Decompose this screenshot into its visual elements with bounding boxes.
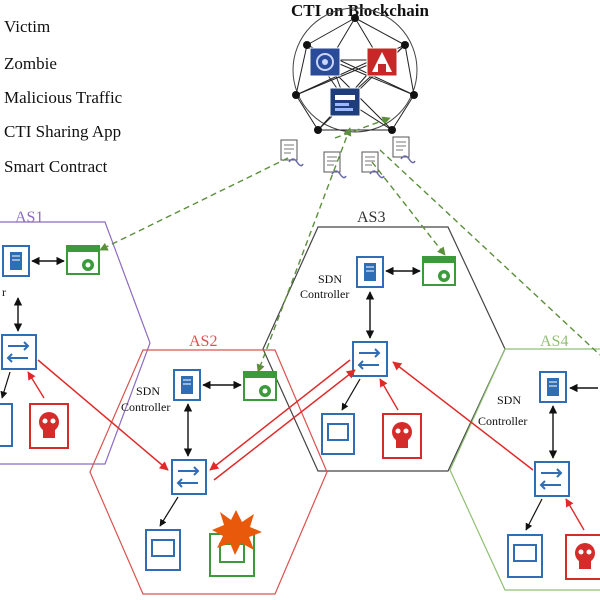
as4-victim-icon	[507, 534, 543, 578]
as2-switch-icon	[171, 459, 207, 495]
as3-zombie-icon	[382, 413, 422, 459]
smart-contract-icon	[392, 136, 416, 164]
as4-controller-label-line1: SDN	[497, 393, 521, 407]
as4-zombie-icon	[565, 534, 600, 580]
as4-controller	[539, 371, 567, 403]
as4-switch-icon	[534, 461, 570, 497]
malicious-traffic-links	[37, 359, 534, 481]
smart-contract-icon	[361, 151, 385, 179]
as1-controller	[2, 245, 30, 277]
blockchain-logo-blue-icon	[309, 47, 341, 77]
as1-cti-app-icon	[66, 245, 100, 275]
as3-cti-app-icon	[422, 256, 456, 286]
as3-controller-label-line2: Controller	[300, 287, 349, 301]
as1-switch-icon	[1, 334, 37, 370]
as4-controller-label-line2: Controller	[478, 414, 527, 428]
legend-malicious-traffic: Malicious Traffic	[4, 88, 123, 107]
blockchain-logo-doc-icon	[329, 87, 361, 117]
legend-smart-contract: Smart Contract	[4, 157, 108, 176]
legend-cti-sharing-app: CTI Sharing App	[4, 122, 121, 141]
legend: Victim Zombie Malicious Traffic CTI Shar…	[4, 17, 123, 176]
smart-contract-icon	[280, 139, 304, 167]
as2-controller-label-line1: SDN	[136, 384, 160, 398]
as3-label: AS3	[357, 209, 385, 226]
as1-zombie-icon	[29, 403, 69, 449]
explosion-icon	[212, 510, 262, 555]
as2-cti-app-icon	[243, 371, 277, 401]
diagram-title: CTI on Blockchain	[291, 1, 429, 20]
as3-victim-icon	[321, 413, 355, 455]
as1-victim-icon	[0, 403, 13, 447]
cti-sharing-links	[99, 116, 600, 373]
blockchain-logo-red-icon	[366, 47, 398, 77]
as2-label: AS2	[189, 333, 217, 350]
smart-contract-icon	[323, 151, 347, 179]
as2-controller	[173, 369, 201, 401]
as4-boundary	[449, 348, 600, 591]
as3-switch-icon	[352, 341, 388, 377]
smart-contracts	[280, 136, 416, 179]
as4-label: AS4	[540, 333, 568, 350]
as1-boundary	[0, 221, 151, 465]
as1-label: AS1	[15, 209, 43, 226]
as1-controller-label: r	[2, 285, 6, 299]
as3-controller	[356, 256, 384, 288]
as2-boundary	[89, 349, 328, 595]
as2-victim-icon	[145, 529, 181, 571]
as3-controller-label-line1: SDN	[318, 272, 342, 286]
legend-zombie: Zombie	[4, 54, 57, 73]
legend-victim: Victim	[4, 17, 50, 36]
as2-controller-label-line2: Controller	[121, 400, 170, 414]
